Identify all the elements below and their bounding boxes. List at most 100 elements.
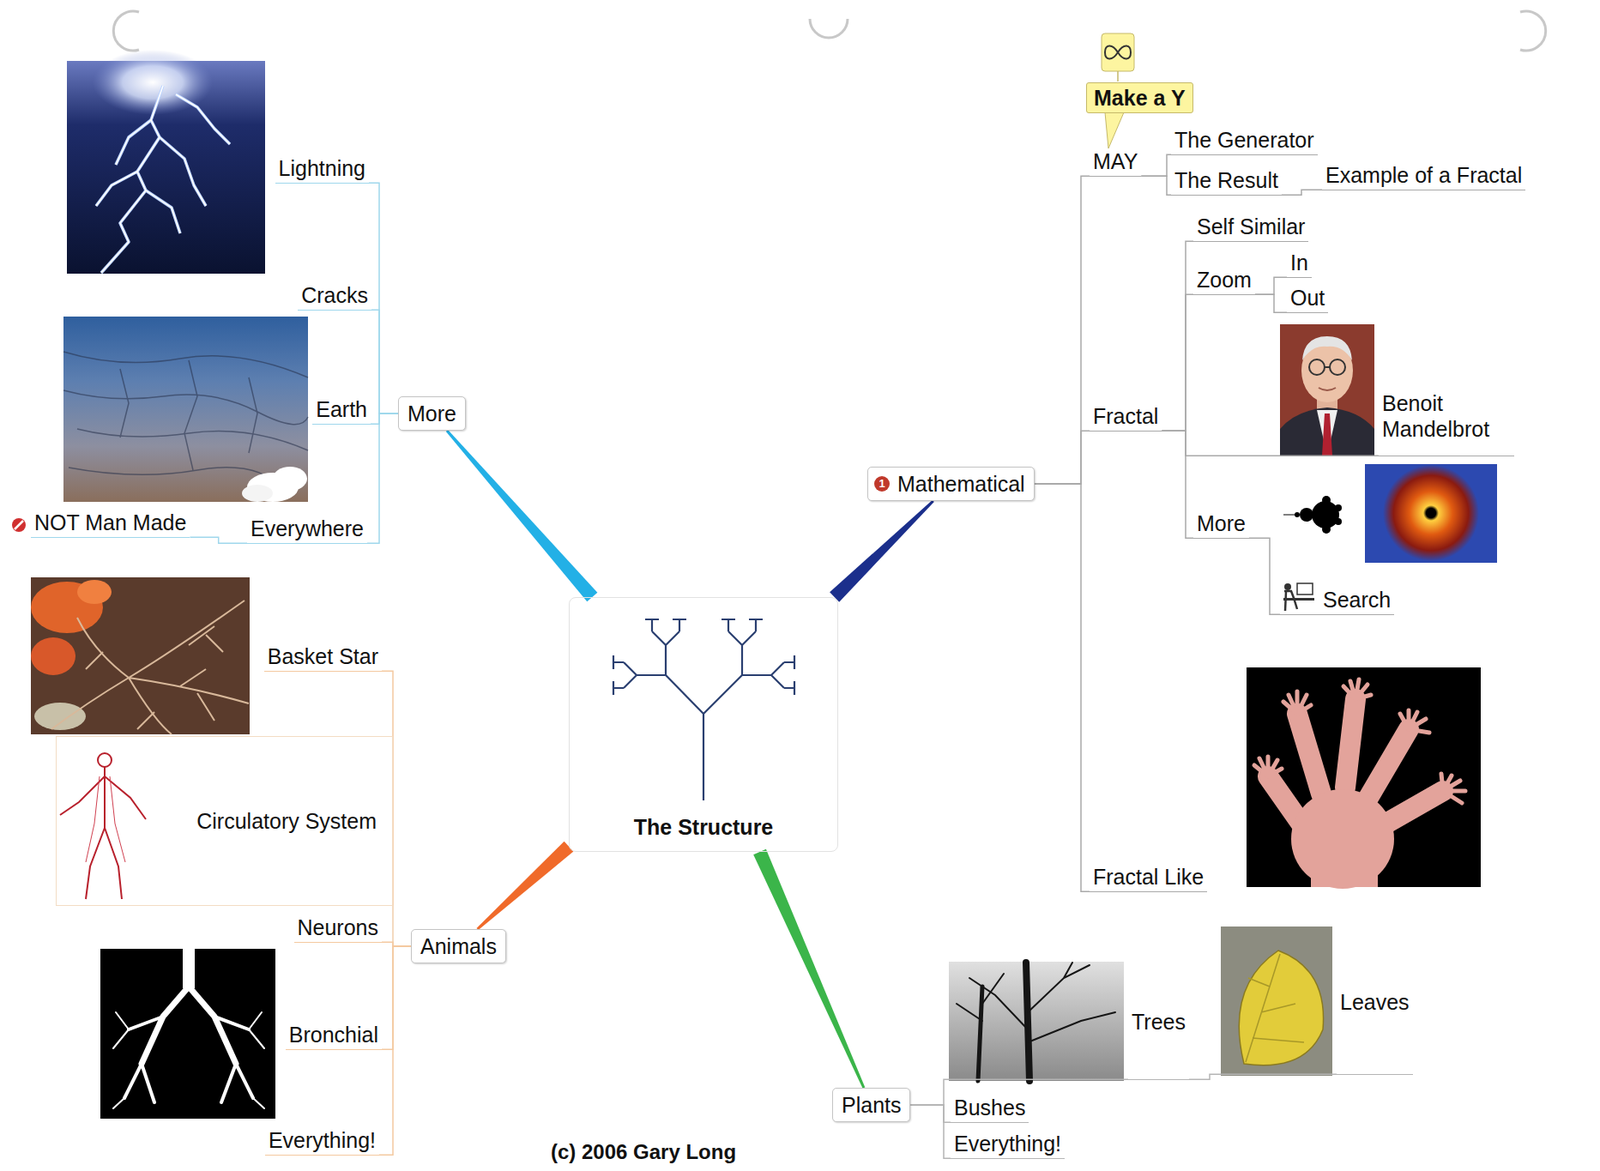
topic-text: Plants bbox=[841, 1092, 901, 1117]
topic-text: MAY bbox=[1092, 149, 1138, 174]
fractal-hand-image-part-part bbox=[1254, 756, 1282, 777]
mandelbrot-set-image-part bbox=[1334, 504, 1342, 512]
topic-text: Fractal Like bbox=[1092, 864, 1204, 889]
basket-star-photo-part-part bbox=[51, 600, 249, 735]
subtopic: Example of a Fractal bbox=[1322, 162, 1526, 191]
topic-connector bbox=[1189, 1074, 1337, 1080]
subtopic: Trees bbox=[1128, 1008, 1190, 1081]
topic-text: Benoit Mandelbrot bbox=[1382, 391, 1490, 441]
topic-connector bbox=[371, 309, 399, 414]
mandelbrot-portrait-part bbox=[1280, 407, 1375, 456]
infinity-icon-part bbox=[1101, 33, 1135, 72]
mandelbrot-set-image-part bbox=[1277, 466, 1357, 563]
fractal-color-image-part bbox=[1382, 464, 1480, 562]
bronchial-photo-part bbox=[100, 948, 276, 1119]
earth-cracks-photo-part bbox=[63, 351, 308, 490]
topic-connector bbox=[392, 905, 411, 947]
subtopic: MAY bbox=[1089, 148, 1142, 177]
lightning-photo-part-part bbox=[96, 171, 138, 206]
central-topic: The Structure bbox=[568, 597, 839, 852]
topic-connector bbox=[189, 537, 248, 544]
topic-text: More bbox=[407, 401, 457, 426]
mandelbrot-portrait-part bbox=[1318, 387, 1336, 391]
topic-text: The Result bbox=[1174, 168, 1279, 193]
topic-text: In bbox=[1290, 250, 1309, 275]
topic-text: NOT Man Made bbox=[34, 510, 187, 535]
topic-connector bbox=[911, 1104, 952, 1159]
subtopic: Everything! bbox=[950, 1130, 1065, 1160]
subtopic: Cracks bbox=[297, 282, 372, 311]
mandelbrot-portrait-part bbox=[1324, 366, 1330, 369]
trees-photo bbox=[948, 961, 1124, 1081]
topic-text: Search bbox=[1322, 587, 1391, 612]
topic-text: The Structure bbox=[633, 814, 774, 840]
fractal-hand-image-part-part bbox=[1400, 710, 1430, 733]
lightning-photo-part-part bbox=[145, 190, 181, 234]
topic-connector bbox=[1034, 430, 1090, 484]
fractal-color-image bbox=[1364, 464, 1498, 563]
mandelbrot-set-image-part bbox=[1299, 507, 1314, 522]
topic-connector bbox=[368, 182, 399, 414]
leaves-photo bbox=[1220, 926, 1333, 1076]
lightning-photo-part-part bbox=[145, 190, 181, 234]
earth-cracks-photo bbox=[63, 316, 308, 502]
subtopic: Search bbox=[1280, 586, 1395, 616]
subtopic: Zoom bbox=[1193, 266, 1256, 296]
mandelbrot-portrait-part bbox=[1322, 413, 1333, 456]
circulatory-figure-part bbox=[85, 776, 126, 863]
topic-text: Circulatory System bbox=[196, 808, 377, 834]
subtopic: Fractal bbox=[1089, 403, 1162, 432]
basket-star-photo-part bbox=[51, 600, 249, 735]
fractal-hand-image-part bbox=[1291, 789, 1395, 889]
fractal-hand-image-part-part bbox=[1283, 691, 1311, 714]
page-frame-part bbox=[809, 18, 848, 38]
lightning-photo-part-part bbox=[115, 120, 151, 165]
subtopic: The Generator bbox=[1171, 126, 1318, 156]
topic-connector bbox=[1281, 189, 1323, 195]
topic-text: Out bbox=[1290, 285, 1325, 310]
topic-connector bbox=[1034, 175, 1090, 484]
callout-note: Make a Y bbox=[1086, 82, 1194, 114]
topic-text: Example of a Fractal bbox=[1325, 163, 1522, 188]
topic-connector bbox=[1034, 483, 1090, 892]
priority-icon: 1 bbox=[874, 476, 890, 492]
topic-text: Self Similar bbox=[1196, 214, 1305, 239]
earth-cracks-photo-part bbox=[63, 316, 308, 502]
topic-connector bbox=[1255, 277, 1287, 295]
basket-star-photo-part bbox=[34, 702, 86, 731]
bronchial-photo-part bbox=[113, 986, 265, 1109]
topic-connector bbox=[1255, 294, 1287, 313]
topic-connector bbox=[381, 670, 411, 947]
search-icon-part bbox=[1297, 583, 1313, 595]
topic-text: Zoom bbox=[1196, 267, 1252, 292]
trees-photo-part-part bbox=[956, 962, 1116, 1043]
topic-connector bbox=[1161, 241, 1194, 431]
subtopic: Neurons bbox=[294, 914, 383, 943]
branch-topic: Plants bbox=[832, 1087, 911, 1123]
lightning-photo-part bbox=[96, 85, 230, 273]
bronchial-photo-part-part bbox=[124, 1016, 254, 1103]
tree-icon bbox=[613, 619, 795, 801]
tree-icon-part bbox=[645, 619, 687, 676]
topic-text: Cracks bbox=[301, 283, 369, 308]
branch-topic: Animals bbox=[410, 929, 507, 964]
topic-connector bbox=[1249, 537, 1280, 615]
copyright-note: (c) 2006 Gary Long bbox=[550, 1139, 737, 1166]
fractal-hand-image-part bbox=[1310, 849, 1378, 888]
subtopic: Bushes bbox=[950, 1094, 1029, 1124]
trees-photo-part bbox=[956, 962, 1116, 1081]
lightning-photo-part-part bbox=[101, 85, 164, 273]
topic-text: Bushes bbox=[953, 1095, 1026, 1120]
lightning-photo-part-part bbox=[101, 85, 164, 273]
mandelbrot-portrait-part bbox=[1316, 410, 1338, 456]
topic-connector bbox=[1161, 430, 1194, 538]
topic-text: Fractal bbox=[1092, 404, 1159, 429]
basket-star-photo bbox=[30, 577, 250, 735]
basket-star-photo-part bbox=[77, 579, 112, 604]
earth-cracks-photo-part bbox=[272, 466, 308, 491]
subtopic: Leaves bbox=[1336, 989, 1413, 1075]
topic-text: Bronchial bbox=[289, 1022, 379, 1047]
earth-cracks-photo-part-part bbox=[63, 351, 308, 378]
search-icon-part bbox=[1283, 597, 1315, 601]
lightning-photo bbox=[66, 49, 266, 274]
